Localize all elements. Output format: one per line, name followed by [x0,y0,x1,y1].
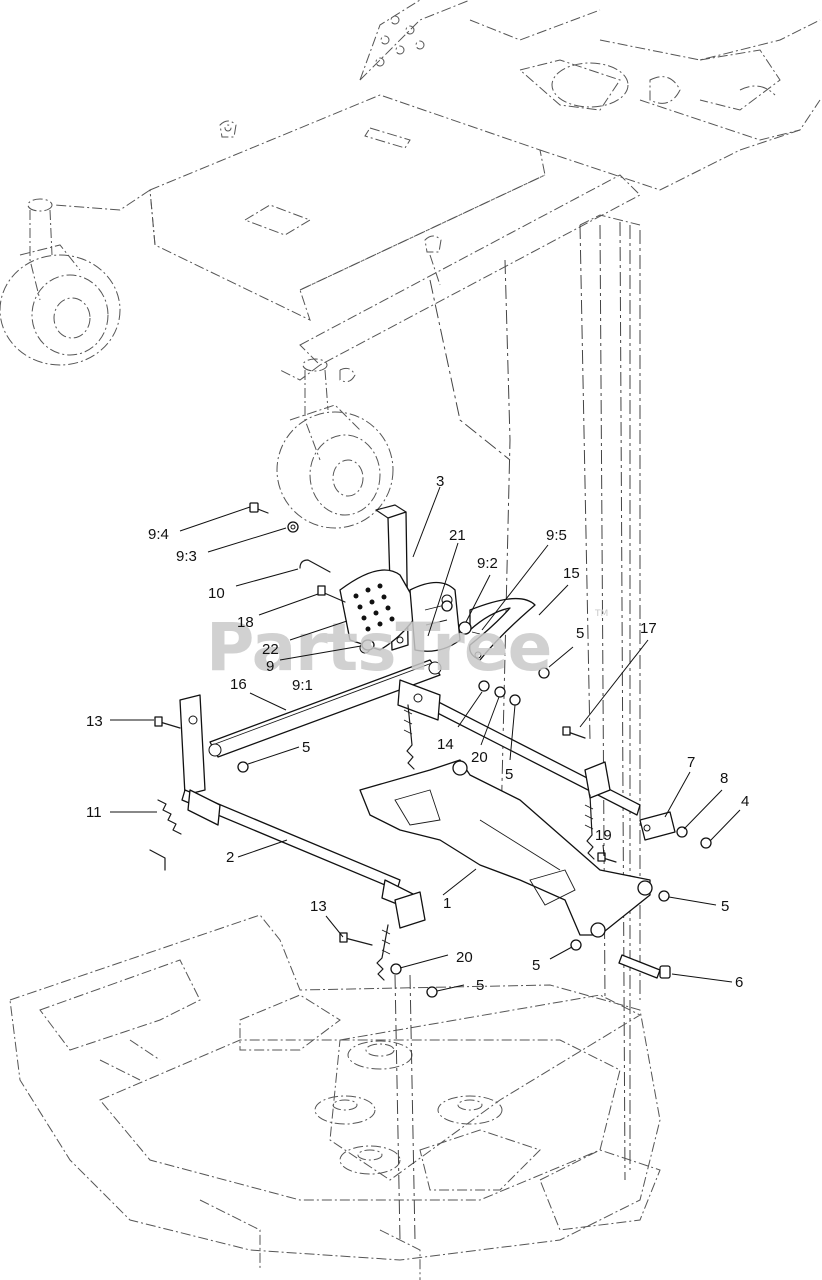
part-8-washer [676,826,688,838]
nut-5d [658,890,670,902]
callout-7: 7 [687,754,695,771]
part-13-bolt-lower [339,932,373,946]
chain-assembly-upper-right [584,761,611,860]
part-10-hairpin [299,559,331,573]
part-4-nut [700,837,712,849]
callout-21: 21 [449,527,466,544]
mower-deck-phantom [9,914,661,1280]
hardware-9-4-bolt [249,502,269,514]
nut-5b [237,761,249,773]
watermark-trademark: TM [594,609,608,619]
callout-labels: 3 21 9:5 9:4 9:3 9:2 15 10 18 5 17 22 9 … [86,473,749,994]
front-caster-wheel-right [276,358,394,529]
callout-17: 17 [640,620,657,637]
callout-19: 19 [595,827,612,844]
hardware-9-1-bushing [361,639,375,651]
callout-10: 10 [208,585,225,602]
callout-1: 1 [443,895,451,912]
hardware-9-3-washer [287,521,299,533]
callout-6: 6 [735,974,743,991]
callout-9-1: 9:1 [292,677,313,694]
callout-5-d: 5 [721,898,729,915]
callout-16: 16 [230,676,247,693]
watermark: PartsTree TM [206,609,608,686]
chain-assembly-lower-middle [376,891,426,981]
part-15-link [469,597,536,661]
callout-15: 15 [563,565,580,582]
part-16-rod [208,659,442,758]
part-17-bolt [562,726,586,739]
nut-5a [538,667,550,679]
hardware-14-20-5-stack [478,680,521,706]
callout-9-3: 9:3 [176,548,197,565]
watermark-text: PartsTree [206,609,551,686]
callout-2: 2 [226,849,234,866]
callout-13-b: 13 [310,898,327,915]
part-6-bolt [618,954,671,979]
part-18-bolt [317,585,346,603]
callout-20-a: 20 [471,749,488,766]
callout-5-a: 5 [576,625,584,642]
part-21-bracket [409,581,461,652]
callout-22: 22 [262,641,279,658]
part-7-link [639,811,676,841]
part-20-washer-lower [390,963,402,975]
callout-9-4: 9:4 [148,526,169,543]
part-1-deck-lift-arm [359,759,653,938]
part-19-bolt [597,852,617,863]
front-caster-wheel-left [0,198,121,366]
callout-11: 11 [86,804,102,821]
callout-18: 18 [237,614,254,631]
chain-assembly-upper-middle [403,704,415,770]
leader-lines [110,486,741,992]
nut-5e [426,986,438,998]
part-11-hanger-left [149,694,206,871]
part-13-bolt-upper [154,716,181,729]
callout-9-2: 9:2 [477,555,498,572]
hardware-9-2-bushing [441,600,481,635]
nut-5f [570,939,582,951]
callout-3: 3 [436,473,444,490]
callout-13-a: 13 [86,713,103,730]
callout-20-b: 20 [456,949,473,966]
callout-4: 4 [741,793,749,810]
callout-5-e: 5 [476,977,484,994]
callout-5-b: 5 [302,739,310,756]
callout-9-5: 9:5 [546,527,567,544]
callout-9: 9 [266,658,274,675]
callout-8: 8 [720,770,728,787]
part-2-shaft-rear [397,679,641,816]
callout-5-f: 5 [532,957,540,974]
callout-5-c: 5 [505,766,513,783]
frame-holes [375,15,425,67]
callout-14: 14 [437,736,454,753]
